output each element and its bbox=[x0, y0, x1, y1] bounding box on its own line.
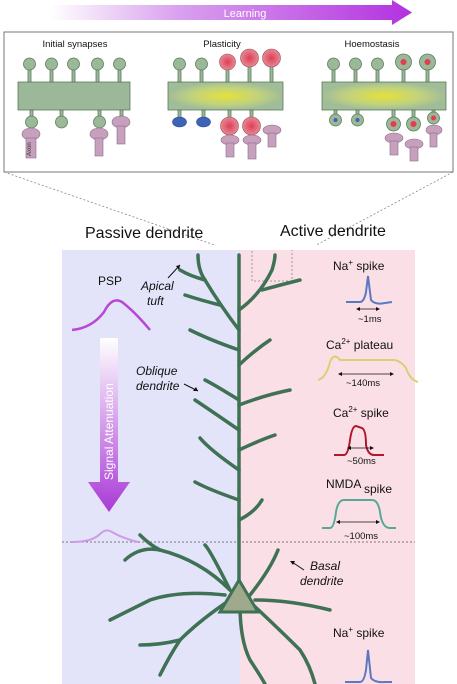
spike-3-trace bbox=[334, 424, 384, 456]
attenuation-arrow bbox=[88, 338, 130, 512]
spike-2-label: Ca2+ plateau bbox=[326, 337, 393, 352]
side-headings: Passive dendrite Active dendrite bbox=[85, 223, 386, 242]
attenuation-label: Signal Attenuation bbox=[102, 383, 116, 480]
spike-1-label: Na+ spike bbox=[333, 258, 385, 273]
panel-plasticity bbox=[167, 48, 284, 160]
oblique-label-2: dendrite bbox=[136, 379, 180, 393]
spike-3-label: Ca2+ spike bbox=[333, 405, 389, 420]
spike-5-trace bbox=[345, 649, 392, 684]
soma bbox=[217, 577, 261, 614]
basal-label-2: dendrite bbox=[300, 574, 344, 588]
spike-1-duration: ~1ms bbox=[358, 314, 382, 325]
psp-curve bbox=[71, 299, 151, 332]
learning-arrow: Learning bbox=[50, 0, 412, 25]
oblique-label-1: Oblique bbox=[136, 364, 178, 378]
spike-3-duration: ~50ms bbox=[347, 456, 376, 467]
panel-initial: Axon bbox=[17, 57, 131, 159]
neuron-diagram: PSP Signal Attenuation Apical tuft Obliq… bbox=[62, 250, 419, 684]
spike-1-trace bbox=[346, 275, 393, 305]
learning-label: Learning bbox=[224, 8, 267, 20]
spike-4-label: NMDA spike bbox=[326, 477, 392, 496]
passive-heading: Passive dendrite bbox=[85, 225, 203, 242]
axon-label: Axon bbox=[27, 142, 33, 156]
spike-4-trace bbox=[322, 499, 396, 529]
active-heading: Active dendrite bbox=[280, 223, 386, 240]
basal-label-1: Basal bbox=[310, 559, 340, 573]
passive-region bbox=[62, 250, 240, 684]
psp-label: PSP bbox=[98, 274, 122, 288]
psp-small-curve bbox=[71, 529, 139, 543]
panel-title-plasticity: Plasticity bbox=[203, 39, 241, 50]
spike-2-trace bbox=[317, 355, 419, 383]
panel-title-homeostasis: Hoemostasis bbox=[345, 39, 400, 50]
spike-4-duration: ~100ms bbox=[344, 531, 378, 542]
spike-2-duration: ~140ms bbox=[346, 378, 380, 389]
apical-label-2: tuft bbox=[147, 294, 164, 308]
panel-title-initial: Initial synapses bbox=[43, 39, 108, 50]
active-region bbox=[240, 250, 415, 684]
spike-5-label: Na+ spike bbox=[333, 625, 385, 640]
apical-label-1: Apical bbox=[140, 279, 174, 293]
panel-homeostasis bbox=[321, 53, 447, 162]
dendrite-tree bbox=[108, 253, 332, 684]
synapse-panels: Initial synapses Plasticity Hoemostasis … bbox=[3, 31, 454, 245]
zoom-box bbox=[251, 250, 293, 282]
